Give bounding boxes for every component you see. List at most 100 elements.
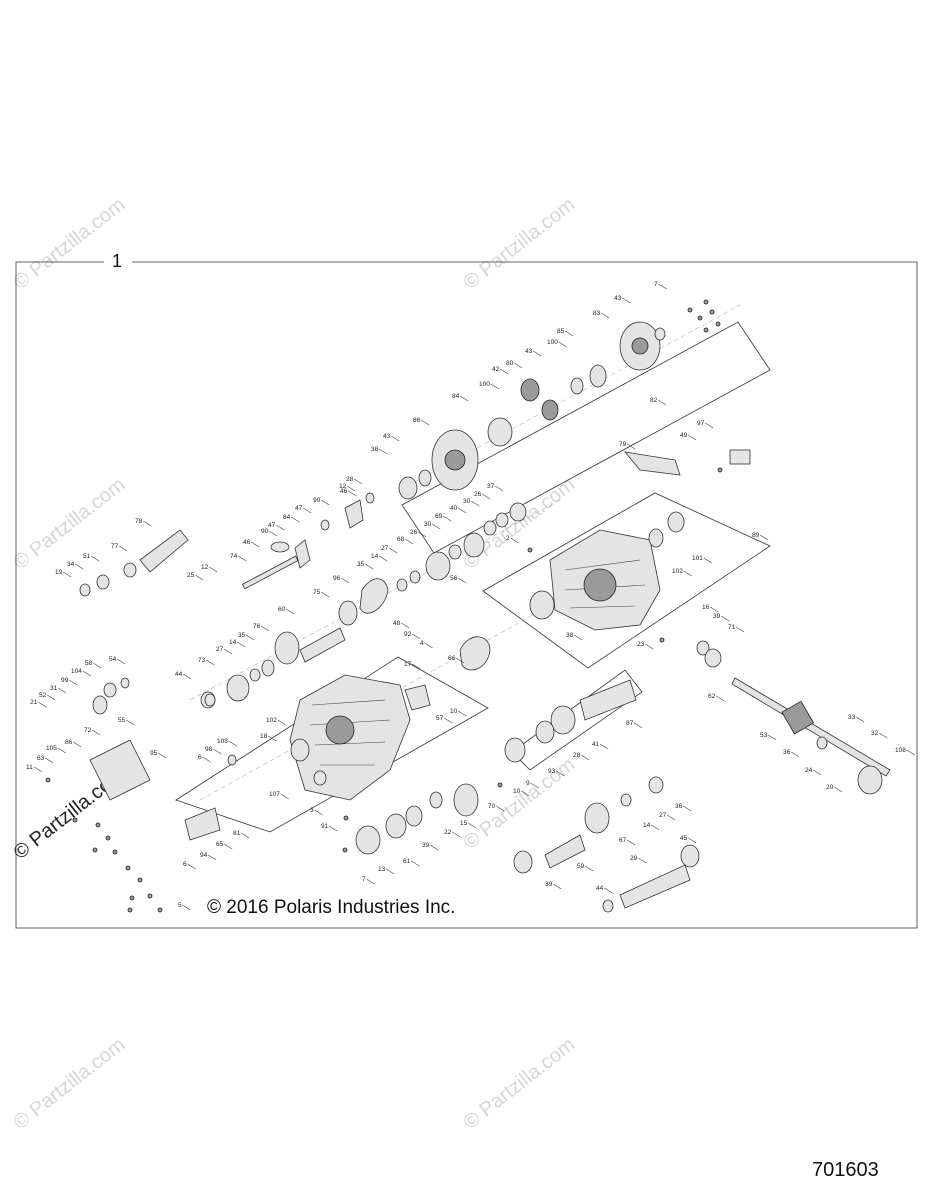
callout-label: 28: [573, 752, 581, 759]
callout-leader: [683, 570, 692, 577]
callout-leader: [791, 751, 800, 758]
callout-leader: [716, 695, 725, 702]
callout-leader: [585, 865, 594, 872]
callout-leader: [401, 622, 410, 629]
callout-leader: [565, 330, 574, 337]
callout-label: 26: [410, 529, 418, 536]
callout-label: 45: [680, 835, 688, 842]
callout-label: 36: [675, 803, 683, 810]
callout-label: 27: [216, 646, 224, 653]
callout-label: 73: [198, 657, 206, 664]
callout-label: 81: [233, 830, 241, 837]
callout-label: 14: [229, 639, 237, 646]
callout-label: 103: [217, 738, 228, 745]
callout-leader: [444, 717, 453, 724]
callout-leader: [47, 694, 56, 701]
callout-label: 102: [672, 568, 683, 575]
callout-leader: [365, 563, 374, 570]
callout-leader: [119, 545, 128, 552]
callout-label: 78: [135, 518, 143, 525]
callout-label: 26: [474, 491, 482, 498]
callout-label: 43: [614, 295, 622, 302]
callout-label: 12: [339, 483, 347, 490]
right-side-parts: [459, 449, 891, 795]
callout-label: 16: [702, 604, 710, 611]
callout-leader: [553, 883, 562, 890]
callout-label: 33: [848, 714, 856, 721]
callout-label: 59: [577, 863, 585, 870]
callout-leader: [261, 625, 270, 632]
callout-leader: [468, 822, 477, 829]
callout-leader: [530, 782, 539, 789]
left-side-parts: [89, 677, 431, 841]
callout-leader: [432, 523, 441, 530]
callout-label: 38: [371, 446, 379, 453]
callout-label: 39: [545, 881, 553, 888]
callout-label: 40: [450, 505, 458, 512]
callout-leader: [321, 499, 330, 506]
callout-label: 17: [404, 661, 412, 668]
callout-labels: 7438385100438042100848643388297497928124…: [26, 281, 915, 911]
callout-leader: [38, 701, 47, 708]
callout-label: 13: [378, 866, 386, 873]
callout-leader: [314, 809, 323, 816]
callout-leader: [421, 419, 430, 426]
callout-leader: [658, 399, 667, 406]
callout-label: 90: [313, 497, 321, 504]
callout-label: 32: [871, 730, 879, 737]
watermark-text: © Partzilla.com: [10, 194, 130, 294]
callout-leader: [768, 734, 777, 741]
callout-label: 82: [650, 397, 658, 404]
callout-leader: [213, 748, 222, 755]
right-main-housing: [549, 529, 661, 631]
callout-leader: [683, 805, 692, 812]
callout-leader: [574, 634, 583, 641]
callout-leader: [354, 478, 363, 485]
callout-leader: [458, 710, 467, 717]
callout-leader: [495, 485, 504, 492]
callout-leader: [581, 754, 590, 761]
callout-leader: [195, 574, 204, 581]
callout-label: 104: [71, 668, 82, 675]
callout-leader: [69, 679, 78, 686]
callout-label: 85: [557, 328, 565, 335]
callout-label: 46: [340, 488, 348, 495]
callout-leader: [379, 448, 388, 455]
callout-label: 66: [448, 655, 456, 662]
callout-label: 43: [383, 433, 391, 440]
callout-leader: [667, 814, 676, 821]
callout-label: 41: [592, 741, 600, 748]
callout-label: 53: [760, 732, 768, 739]
callout-leader: [460, 395, 469, 402]
callout-label: 58: [85, 660, 93, 667]
callout-label: 44: [175, 671, 183, 678]
callout-leader: [206, 659, 215, 666]
callout-leader: [558, 341, 567, 348]
callout-label: 46: [243, 539, 251, 546]
callout-leader: [556, 770, 565, 777]
callout-leader: [241, 832, 250, 839]
callout-leader: [158, 752, 167, 759]
callout-leader: [604, 887, 613, 894]
callout-leader: [601, 312, 610, 319]
callout-leader: [703, 557, 712, 564]
callout-leader: [63, 571, 72, 578]
callout-label: 98: [205, 746, 213, 753]
callout-leader: [452, 831, 461, 838]
callout-leader: [424, 642, 433, 649]
callout-label: 7: [362, 876, 366, 883]
callout-label: 99: [61, 677, 69, 684]
callout-label: 105: [46, 745, 57, 752]
fastener-set: [45, 299, 723, 913]
callout-leader: [143, 520, 152, 527]
callout-leader: [182, 904, 191, 911]
callout-label: 51: [83, 553, 91, 560]
callout-leader: [834, 786, 843, 793]
callout-leader: [73, 741, 82, 748]
callout-leader: [246, 634, 255, 641]
callout-leader: [412, 633, 421, 640]
callout-label: 31: [50, 685, 58, 692]
callout-label: 83: [593, 310, 601, 317]
callout-label: 27: [381, 545, 389, 552]
callout-leader: [688, 434, 697, 441]
